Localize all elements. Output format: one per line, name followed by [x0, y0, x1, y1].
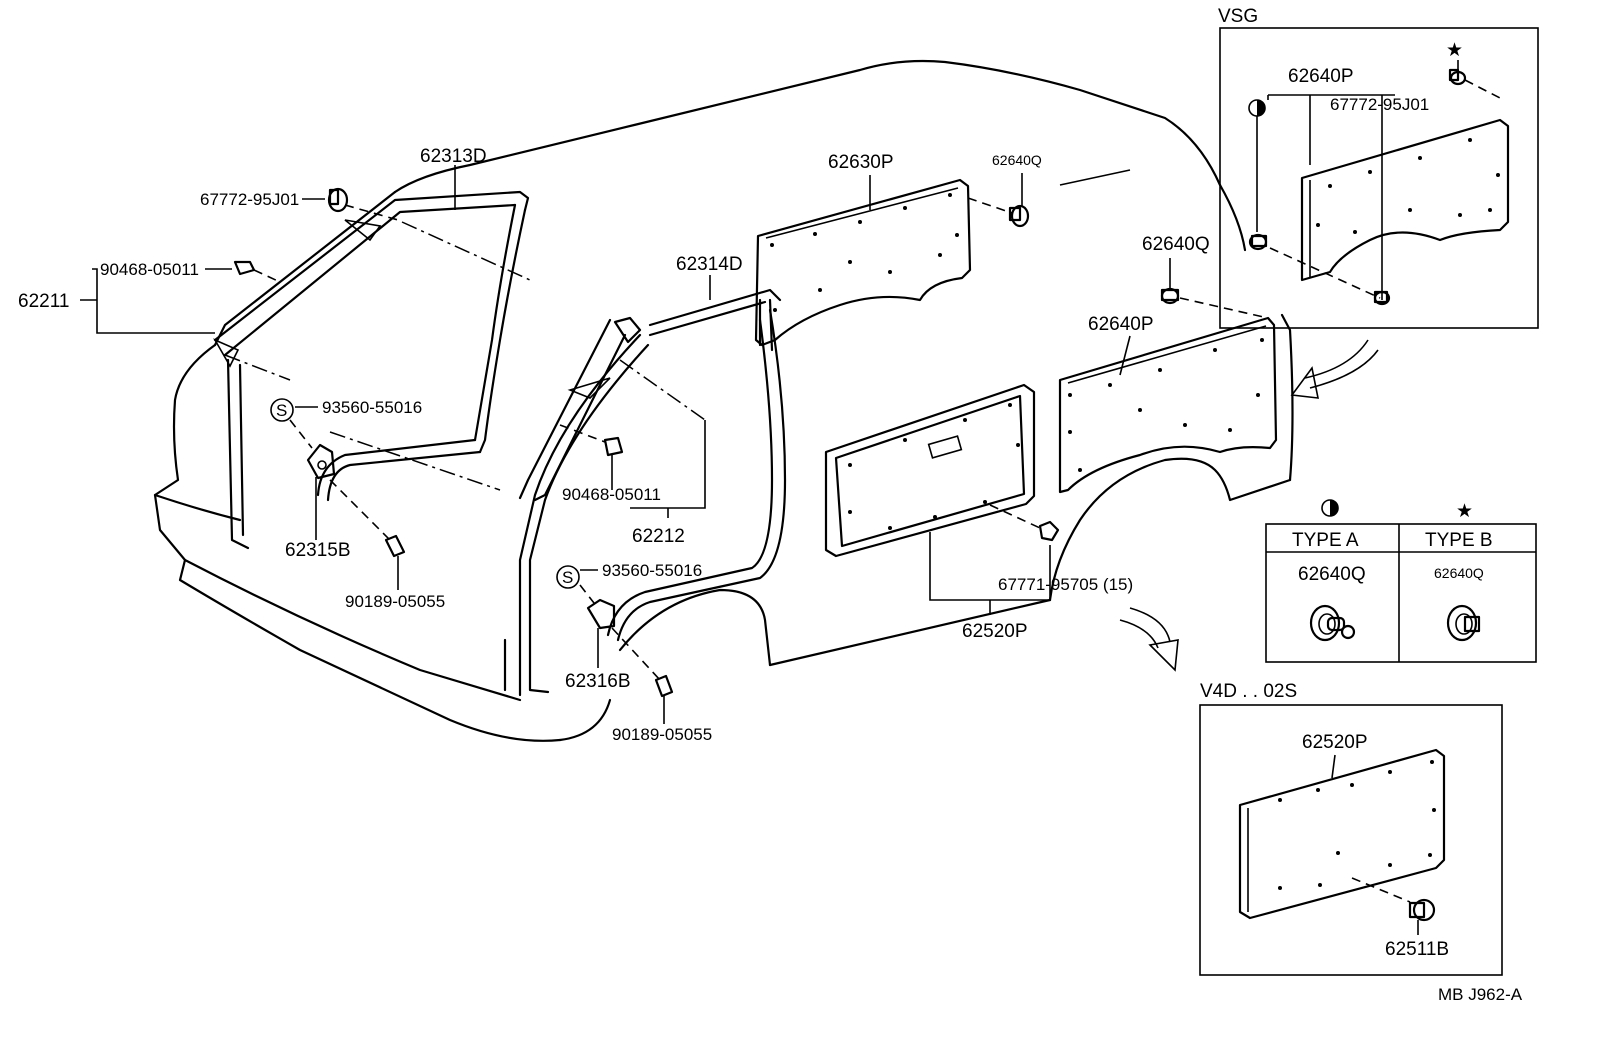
- label-90468-b: 90468-05011: [562, 485, 661, 504]
- door-trim-panel-62520P: [824, 383, 1041, 558]
- type-b-part: 62640Q: [1434, 565, 1484, 581]
- v4d-inset: V4D . . 02S 62520P 62511B: [1199, 681, 1503, 976]
- type-a-header: TYPE A: [1292, 530, 1359, 551]
- type-table: ★ TYPE A TYPE B 62640Q 62640Q: [1265, 499, 1537, 663]
- label-62313D: 62313D: [420, 146, 487, 167]
- v4d-label-62520P: 62520P: [1302, 732, 1368, 753]
- label-90468-a: 90468-05011: [100, 260, 199, 279]
- type-b-symbol-icon: ★: [1456, 501, 1473, 522]
- clip-62640Q-b-icon: [1160, 287, 1180, 305]
- bracket-62315B-icon: [306, 443, 336, 480]
- part-labels: 62313D 67772-95J01 90468-05011 62211 935…: [18, 146, 1210, 744]
- type-a-part: 62640Q: [1298, 564, 1366, 585]
- vsg-label-62640P: 62640P: [1288, 66, 1354, 87]
- type-b-clip-icon: [1446, 604, 1481, 642]
- s-symbol-b: S: [556, 565, 580, 589]
- label-90189-a: 90189-05055: [345, 592, 445, 611]
- vsg-clip-bottom-icon: [1373, 290, 1391, 306]
- type-a-clip-icon: [1309, 604, 1356, 642]
- v4d-label-62511B: 62511B: [1385, 939, 1449, 960]
- clip-90468-b-icon: [603, 436, 624, 457]
- leader-lines: [80, 165, 1171, 724]
- label-93560-a: 93560-55016: [322, 398, 422, 417]
- bolt-90189-a-icon: [384, 534, 406, 558]
- label-62315B: 62315B: [285, 540, 351, 561]
- label-62316B: 62316B: [565, 671, 631, 692]
- vsg-label-67772: 67772-95J01: [1330, 95, 1429, 114]
- svg-text:S: S: [562, 568, 573, 587]
- label-62520P: 62520P: [962, 621, 1028, 642]
- v4d-frame: [1199, 704, 1503, 976]
- upper-quarter-panel-62630P: [754, 178, 1013, 347]
- label-62640Q-mid: 62640Q: [1142, 234, 1210, 255]
- fasteners: [233, 187, 1180, 698]
- label-62211: 62211: [18, 291, 69, 312]
- clip-67771-icon: [1038, 520, 1060, 542]
- label-90189-b: 90189-05055: [612, 725, 712, 744]
- vsg-star-icon: ★: [1446, 40, 1463, 61]
- type-b-header: TYPE B: [1425, 530, 1493, 551]
- label-62212: 62212: [632, 526, 685, 547]
- curved-arrow-to-v4d: [1119, 607, 1179, 672]
- clip-90468-icon: [233, 260, 256, 276]
- vsg-clip-top-icon: [1448, 68, 1467, 86]
- clip-67772-icon: [327, 187, 349, 213]
- vehicle-body-outline: [153, 59, 1294, 742]
- v4d-title: V4D . . 02S: [1200, 681, 1297, 702]
- s-symbol-a: S: [270, 398, 294, 422]
- label-62630P: 62630P: [828, 152, 894, 173]
- bolt-90189-b-icon: [654, 674, 674, 698]
- label-67771: 67771-95705 (15): [998, 575, 1133, 594]
- v4d-clip-62511B-icon: [1408, 898, 1436, 922]
- diagram-reference-code: MB J962-A: [1438, 985, 1523, 1004]
- curved-arrow-to-vsg: [1290, 339, 1379, 399]
- vsg-clip-left-icon: [1248, 233, 1268, 251]
- vsg-title: VSG: [1218, 6, 1258, 27]
- label-93560-b: 93560-55016: [602, 561, 702, 580]
- center-pillar-garnish: [329, 288, 787, 697]
- bracket-62316B-icon: [586, 598, 616, 630]
- label-62314D: 62314D: [676, 254, 743, 275]
- rear-pillar-garnish: [213, 190, 531, 550]
- vsg-frame: [1219, 27, 1539, 329]
- label-62640Q-small: 62640Q: [992, 152, 1042, 168]
- vsg-inset: VSG ★ 62640P 67772-95J01: [1218, 6, 1539, 329]
- label-67772-a: 67772-95J01: [200, 190, 299, 209]
- label-62640P: 62640P: [1088, 314, 1154, 335]
- clip-62640Q-a-icon: [1008, 204, 1030, 228]
- svg-text:S: S: [276, 401, 287, 420]
- rear-quarter-panel-62640P: [1058, 297, 1278, 494]
